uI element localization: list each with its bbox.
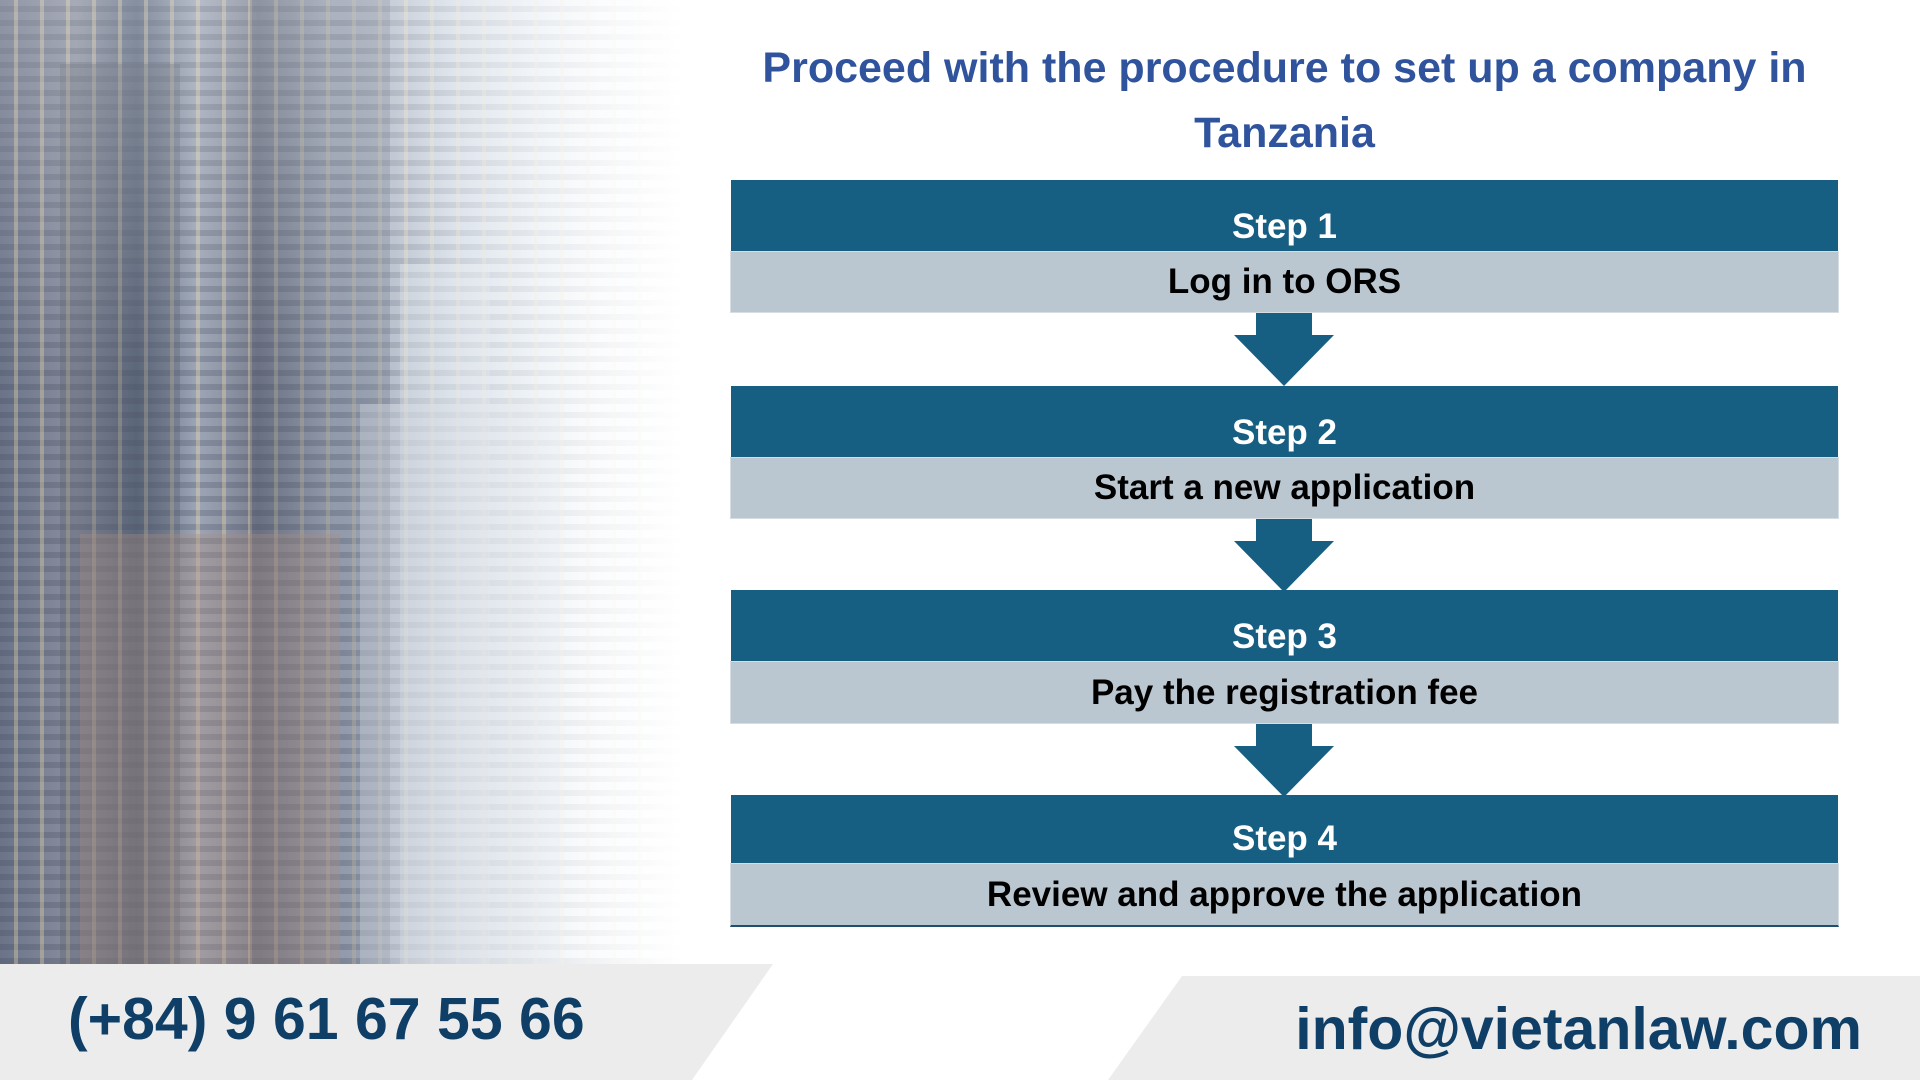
city-skyline-image bbox=[0, 0, 760, 964]
down-arrow-icon bbox=[1234, 313, 1334, 386]
step-4-header: Step 4 bbox=[731, 795, 1838, 863]
step-2-text: Start a new application bbox=[730, 457, 1839, 519]
step-1-header: Step 1 bbox=[731, 180, 1838, 251]
email-address: info@vietanlaw.com bbox=[1295, 996, 1862, 1062]
email-banner bbox=[1108, 976, 1920, 1080]
step-1-text: Log in to ORS bbox=[730, 251, 1839, 313]
page-title: Proceed with the procedure to set up a c… bbox=[762, 44, 1807, 157]
step-2-header: Step 2 bbox=[731, 386, 1838, 457]
down-arrow-icon bbox=[1234, 519, 1334, 592]
phone-number: (+84) 9 61 67 55 66 bbox=[68, 986, 585, 1052]
down-arrow-icon bbox=[1234, 724, 1334, 797]
step-3-text: Pay the registration fee bbox=[730, 661, 1839, 724]
step-3-header: Step 3 bbox=[731, 590, 1838, 661]
phone-banner bbox=[0, 964, 773, 1080]
step-4-text: Review and approve the application bbox=[730, 863, 1839, 927]
